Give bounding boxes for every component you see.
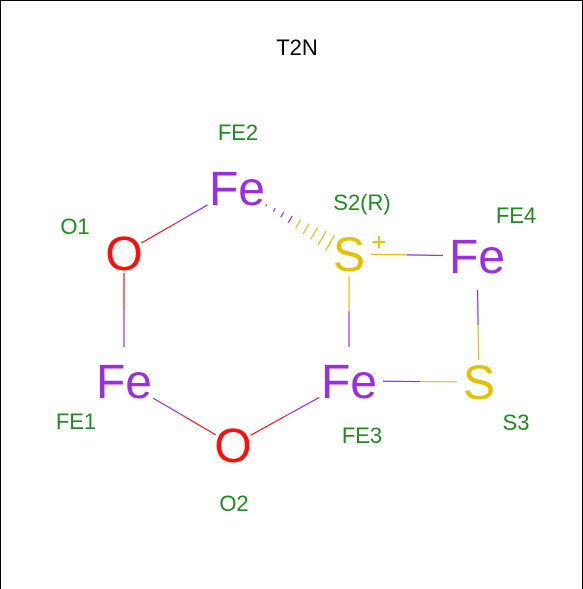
bond-s2-fe4 (370, 253, 444, 257)
bond-half (476, 289, 479, 326)
bond-half (477, 324, 480, 361)
hash-stroke (272, 207, 276, 212)
bond-half (184, 416, 217, 436)
bond-half (284, 396, 320, 417)
hash-stroke (265, 204, 268, 207)
hash-stroke (324, 234, 336, 251)
atom-o1: O (105, 228, 142, 281)
atom-o2: O (214, 420, 251, 473)
hash-stroke (310, 227, 319, 240)
atom-label-o2: O2 (219, 491, 248, 516)
hash-stroke (287, 215, 293, 224)
atom-label-o1: O1 (60, 214, 89, 239)
atom-label-fe2: FE2 (218, 120, 258, 145)
bond-fe4-s3 (476, 289, 480, 361)
atom-fe2: Fe (209, 163, 265, 216)
atom-s2: S (333, 229, 365, 282)
bond-fe3-s3 (382, 380, 458, 383)
bond-o2-fe3 (250, 396, 320, 436)
atom-fe4: Fe (449, 231, 505, 284)
atom-fe3: Fe (321, 356, 377, 409)
atom-label-s2: S2(R) (333, 190, 390, 215)
bonds-layer (123, 204, 480, 436)
hash-stroke (317, 230, 327, 246)
bond-half (370, 253, 408, 256)
bond-half (406, 254, 444, 257)
atom-fe1: Fe (96, 356, 152, 409)
charge-s2: + (371, 227, 386, 257)
atom-label-fe1: FE1 (56, 409, 96, 434)
bond-half (141, 223, 175, 244)
diagram-title: T2N (276, 35, 318, 60)
atom-label-fe4: FE4 (496, 203, 536, 228)
atom-s3: S (463, 357, 495, 410)
hash-stroke (295, 219, 302, 229)
hash-stroke (302, 223, 310, 235)
bond-half (174, 204, 208, 225)
hash-stroke (280, 211, 285, 218)
bond-half (153, 397, 185, 418)
atom-label-s3: S3 (503, 410, 530, 435)
bond-o1-fe2 (141, 204, 208, 244)
atom-label-fe3: FE3 (342, 423, 382, 448)
bond-half (250, 415, 286, 436)
bond-fe1-o2 (153, 397, 217, 436)
bond-fe2-s2 (265, 204, 336, 251)
